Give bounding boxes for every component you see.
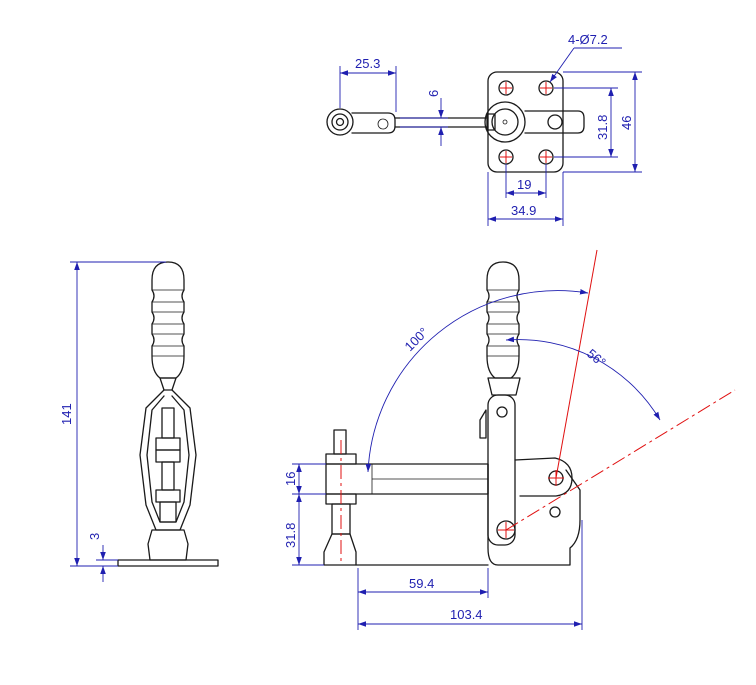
dim-spindle-reach: 59.4 <box>357 568 489 630</box>
dim-open-angle: 100° <box>365 288 589 473</box>
arm-clevis <box>351 112 396 134</box>
front-nut-1 <box>155 437 181 451</box>
side-pivot-pin-top <box>496 406 508 418</box>
top-view: 25.3 6 4-Ø7.2 31.8 46 <box>326 32 642 226</box>
dim-release-angle-label: 56° <box>584 346 609 370</box>
front-link-outer <box>139 389 197 531</box>
front-lower-block <box>159 501 177 523</box>
dim-hole-spec-label: 4-Ø7.2 <box>568 32 608 47</box>
dim-open-angle-label: 100° <box>402 325 432 355</box>
spindle-inner-circle <box>331 113 349 131</box>
front-mid-pin <box>161 461 175 491</box>
dim-overall-length: 103.4 <box>358 520 583 630</box>
front-upper-pin <box>161 407 175 439</box>
dim-base-height-label: 46 <box>619 116 634 130</box>
front-nut-3 <box>155 489 181 503</box>
front-base-plate <box>117 559 219 567</box>
dim-hole-spacing-h-label: 19 <box>517 177 531 192</box>
side-base-body <box>487 463 581 566</box>
top-body-block <box>486 113 496 131</box>
dim-base-thickness-label: 3 <box>87 533 102 540</box>
hole-centerlines <box>500 82 552 163</box>
dim-hole-spacing-h: 19 <box>505 164 547 198</box>
knob-center <box>502 119 508 125</box>
side-centerlines <box>340 249 736 565</box>
side-link-tab <box>479 409 487 439</box>
dim-bar-height: 16 <box>283 463 326 495</box>
front-link-inner <box>146 395 190 523</box>
spindle-center <box>335 117 345 127</box>
dim-bar-height-label: 16 <box>283 472 298 486</box>
side-handle-collar <box>487 377 521 396</box>
dim-hole-spacing-v-label: 31.8 <box>595 115 610 140</box>
dim-overall-height-label: 141 <box>59 403 74 425</box>
dim-spindle-height-label: 31.8 <box>283 523 298 548</box>
knob-inner <box>491 108 519 136</box>
side-spindle-tip <box>323 533 357 566</box>
arm-pin <box>377 118 389 130</box>
dim-arm-offset: 25.3 <box>339 56 397 112</box>
dim-spindle-height: 31.8 <box>283 494 324 566</box>
spindle-outer-circle <box>326 108 354 136</box>
dim-base-thickness: 3 <box>87 533 118 582</box>
side-view: 100° 56° 16 31.8 59.4 <box>283 249 736 630</box>
dim-spindle-reach-label: 59.4 <box>409 576 434 591</box>
dim-base-height: 46 <box>563 71 642 173</box>
dim-base-width-label: 34.9 <box>511 203 536 218</box>
handle-pivot <box>547 114 563 130</box>
side-handle-grip <box>486 261 520 379</box>
top-handle-bar <box>524 110 585 134</box>
mount-hole-tl <box>498 80 514 96</box>
front-spindle-tip <box>147 529 189 561</box>
dim-overall-length-label: 103.4 <box>450 607 483 622</box>
dim-arm-thickness-label: 6 <box>426 90 441 97</box>
dim-arm-thickness: 6 <box>400 90 448 146</box>
knob-outer <box>484 101 526 143</box>
dim-arm-offset-label: 25.3 <box>355 56 380 71</box>
front-view: 141 3 <box>59 261 219 582</box>
side-small-hole <box>549 506 561 518</box>
front-handle-grip <box>151 261 185 379</box>
dim-base-width: 34.9 <box>487 172 564 226</box>
mount-hole-tr <box>538 80 554 96</box>
side-bolt-top <box>333 429 347 455</box>
base-plate-top <box>487 71 564 173</box>
dim-hole-spec: 4-Ø7.2 <box>549 32 622 83</box>
front-handle-collar <box>159 377 177 391</box>
side-pivot-pin-lower <box>496 520 516 540</box>
dim-release-angle: 56° <box>505 336 661 421</box>
front-nut-2 <box>155 449 181 463</box>
dim-overall-height: 141 <box>59 261 166 567</box>
dim-hole-spacing-v: 31.8 <box>554 87 618 158</box>
